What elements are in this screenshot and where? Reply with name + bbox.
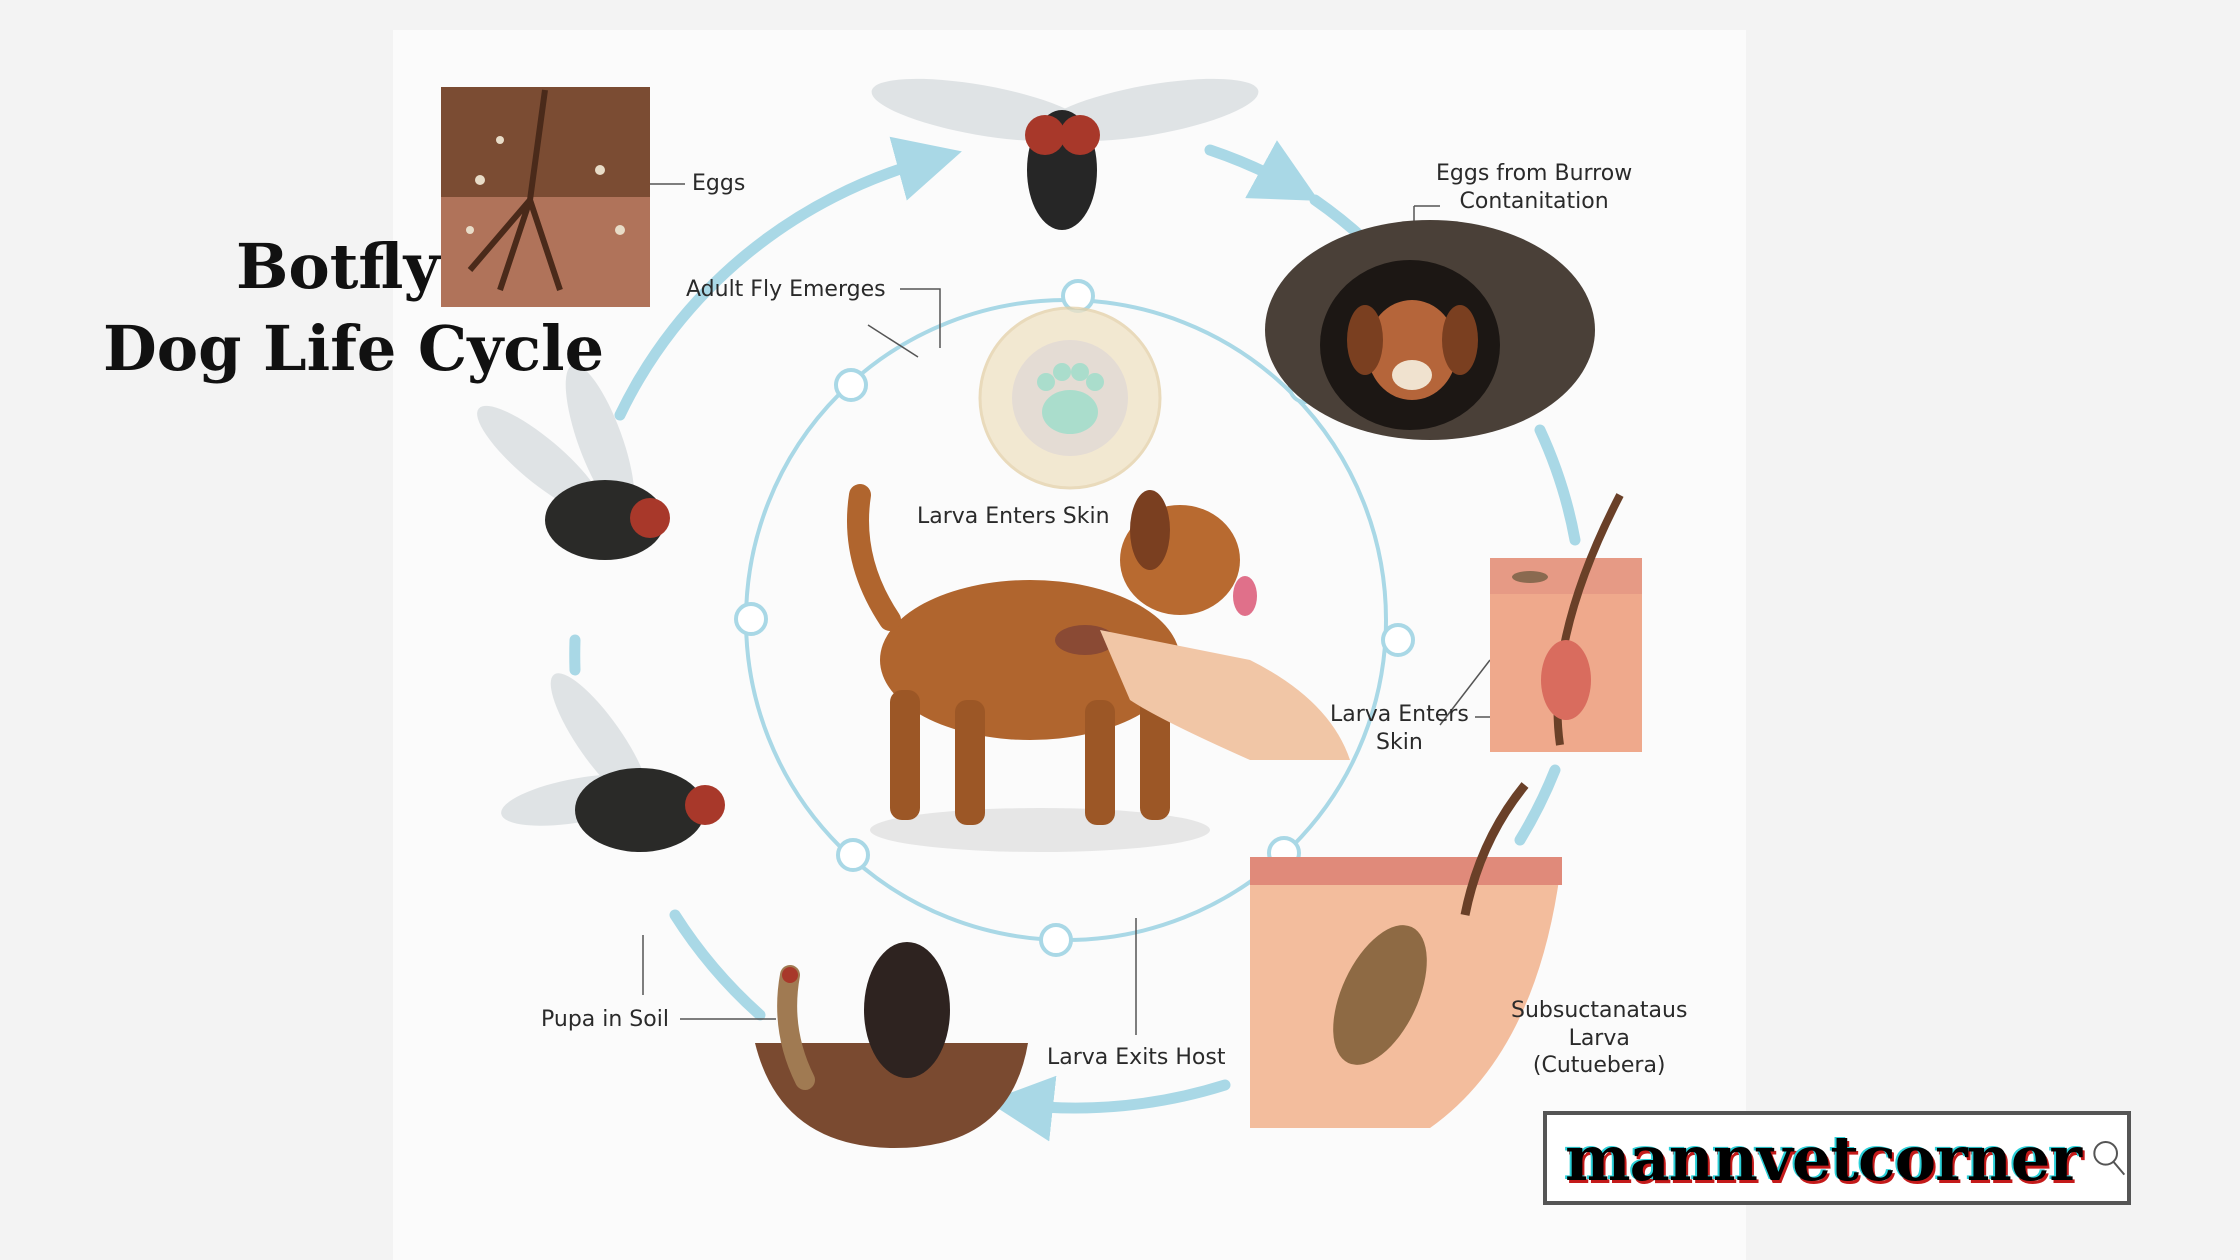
adult-fly-top (871, 78, 1259, 230)
outer-cycle-arrows (569, 136, 1581, 1142)
adult-fly-left-lower (501, 673, 725, 852)
label-line: Contanitation (1459, 188, 1609, 214)
search-icon[interactable] (2091, 1129, 2127, 1187)
label-line: Subsuctanataus (1511, 998, 1688, 1023)
label-eggs: Eggs (692, 171, 746, 196)
label-adult-fly-emerges: Adult Fly Emerges (686, 277, 886, 302)
brand-search-text: mannvetcorner (1565, 1121, 2082, 1195)
label-larva-exits-host: Larva Exits Host (1047, 1045, 1226, 1070)
brand-search-box[interactable]: mannvetcorner (1543, 1111, 2131, 1205)
pupa-soil-image (755, 942, 1028, 1149)
label-line: (Cutuebera) (1532, 1053, 1666, 1078)
label-subcutaneous-larva: Subsuctanataus Larva (Cutuebera) (1511, 997, 1687, 1080)
larva-skin-section-image (1490, 493, 1642, 752)
label-pupa-in-soil: Pupa in Soil (541, 1007, 669, 1032)
adult-fly-left-upper (477, 364, 670, 560)
label-larva-enters-skin-center: Larva Enters Skin (917, 504, 1110, 529)
title-line-1: Botfly (236, 230, 440, 303)
eggs-skin-image (441, 87, 650, 307)
mann-vet-corner-watermark (978, 306, 1162, 490)
title-line-2: Dog Life Cycle (103, 312, 605, 385)
label-eggs-from-burrow: Eggs from Burrow Contanitation (1436, 160, 1632, 215)
label-line: Larva (1568, 1025, 1630, 1051)
label-larva-enters-skin-right: Larva Enters Skin (1330, 701, 1469, 756)
dog-image (847, 484, 1350, 852)
burrow-dog-image (1265, 220, 1595, 440)
label-line: Skin (1376, 729, 1423, 755)
leader-lines (642, 183, 1505, 1035)
subcutaneous-larva-image (1250, 782, 1562, 1128)
label-line: Eggs from Burrow (1436, 161, 1633, 186)
label-line: Larva Enters (1330, 702, 1469, 727)
